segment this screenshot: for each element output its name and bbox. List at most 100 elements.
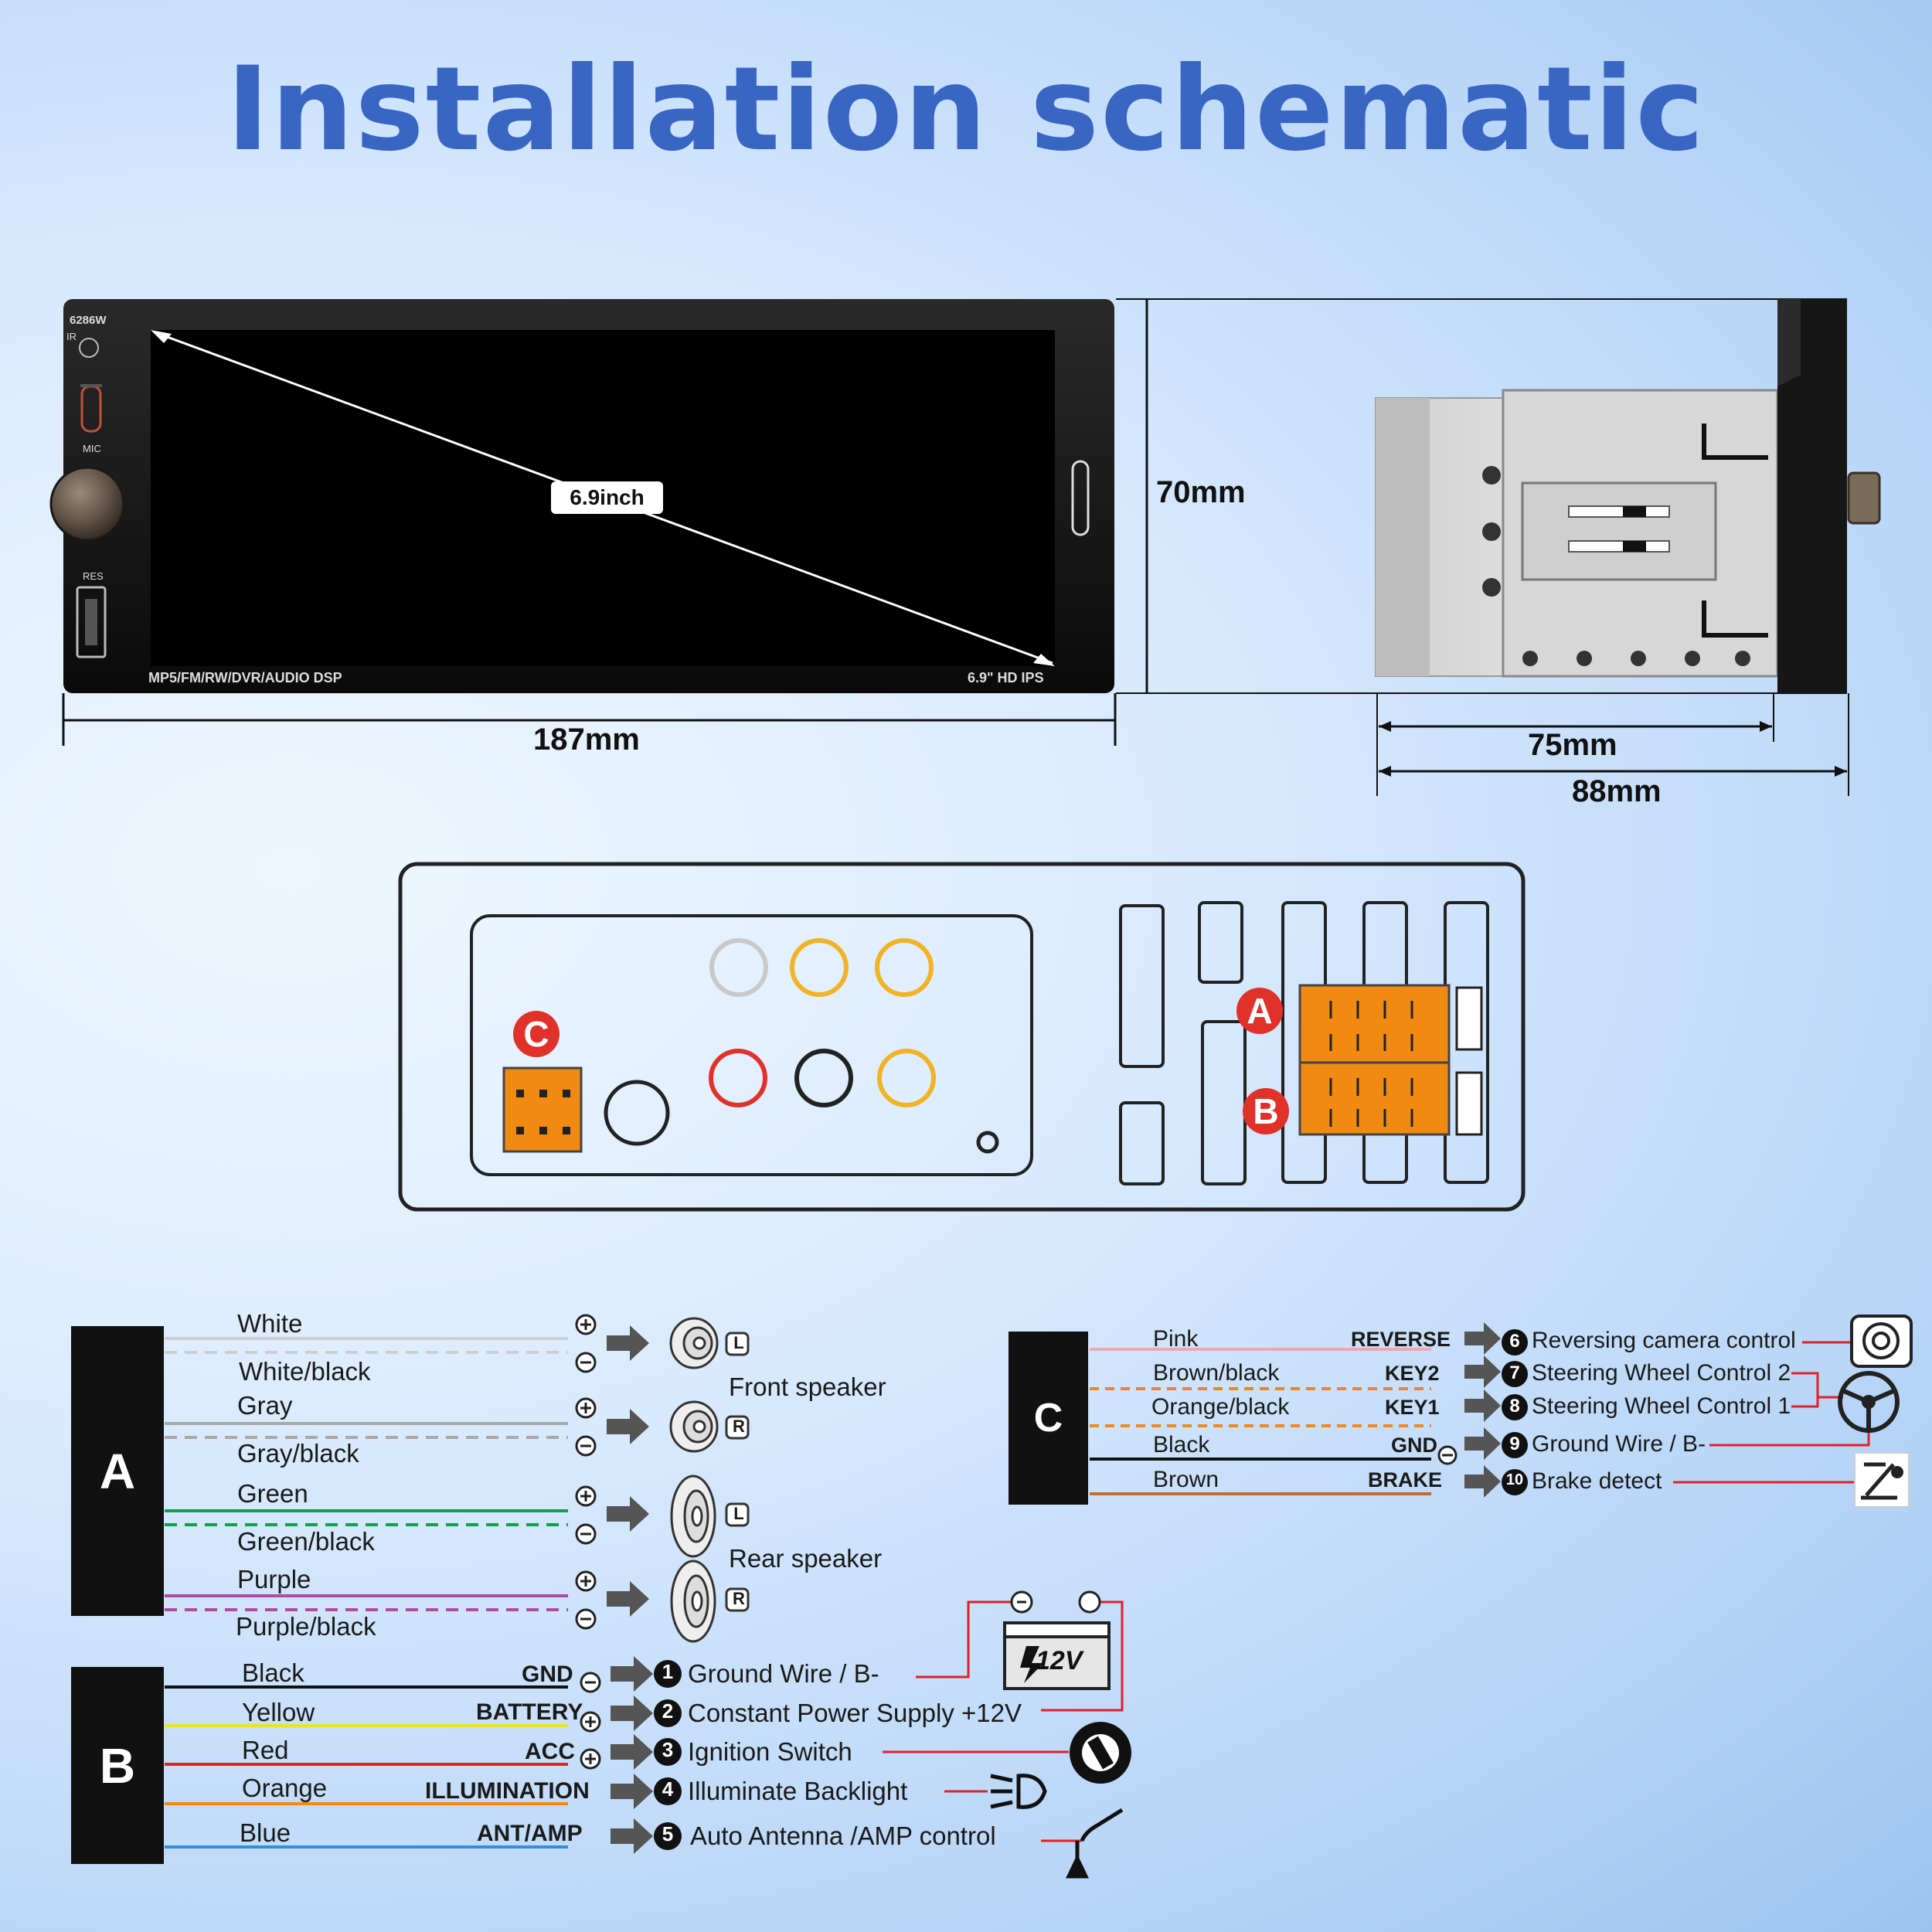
wire-code: KEY2 (1385, 1362, 1440, 1385)
wire-label: Black (1153, 1432, 1210, 1458)
wire-description: Reversing camera control (1532, 1328, 1796, 1353)
wire-label: Yellow (242, 1698, 315, 1726)
wire-label: Pink (1153, 1326, 1199, 1352)
harness-c-block: C (1009, 1332, 1088, 1505)
wire-description: Illuminate Backlight (688, 1777, 908, 1805)
diagonal-text: 6.9inch (570, 485, 645, 509)
wire-label: Gray/black (237, 1439, 359, 1468)
wire-code: BATTERY (476, 1699, 583, 1725)
wire-description: Ground Wire / B- (688, 1659, 879, 1688)
screen-diagonal-label: 6.9inch (551, 481, 663, 514)
harness-c-letter: C (1033, 1396, 1063, 1440)
connector-a-letter: A (1247, 991, 1273, 1031)
rear-connector-panel (398, 862, 1526, 1212)
step-number: 4 (662, 1777, 674, 1801)
step-number: 6 (1509, 1331, 1520, 1352)
page-title: Installation schematic (226, 43, 1706, 177)
headlight-icon (990, 1774, 1047, 1809)
connector-c-badge (513, 1011, 560, 1057)
connector-b-badge (1243, 1088, 1289, 1134)
depth-total-dimension: 88mm (1572, 774, 1662, 808)
harness-b-letter: B (99, 1737, 136, 1794)
speaker-left-rear: L (733, 1504, 744, 1523)
wire-label: Green (237, 1479, 308, 1508)
wire-label: Green/black (237, 1527, 375, 1556)
wire-description: Steering Wheel Control 1 (1532, 1393, 1791, 1419)
wire-label: Orange/black (1151, 1394, 1290, 1420)
harness-a-wires (165, 1337, 568, 1611)
ir-label: IR (66, 331, 77, 342)
harness-c-wires (1090, 1348, 1431, 1495)
wire-description: Auto Antenna /AMP control (690, 1821, 996, 1850)
wire-code: GND (1391, 1434, 1437, 1457)
wire-description: Brake detect (1532, 1468, 1662, 1494)
wire-label: Orange (242, 1774, 328, 1802)
width-dimension: 187mm (533, 723, 640, 757)
handbrake-icon (1854, 1452, 1910, 1508)
model-label: 6286W (70, 314, 107, 327)
wire-label: Blue (240, 1818, 291, 1847)
wire-description: Ground Wire / B- (1532, 1431, 1706, 1457)
mic-label: MIC (83, 443, 101, 454)
step-number: 10 (1505, 1471, 1524, 1488)
wire-label: Red (242, 1736, 289, 1764)
speaker-right-rear: R (733, 1589, 745, 1608)
arrow-right-icon (607, 1325, 649, 1617)
wire-description: Steering Wheel Control 2 (1532, 1360, 1791, 1386)
wire-code: GND (522, 1662, 573, 1687)
speaker-right-front: R (733, 1417, 745, 1436)
wire-label: Black (242, 1658, 304, 1687)
speaker-icon (669, 1317, 719, 1643)
wire-label: Purple (237, 1565, 311, 1594)
wire-code: ACC (525, 1739, 575, 1764)
connector-a-badge (1236, 988, 1283, 1034)
depth-inner-dimension: 75mm (1528, 728, 1617, 762)
connector-b-letter: B (1253, 1091, 1279, 1131)
wire-label: White (237, 1309, 303, 1338)
radio-feature-text: MP5/FM/RW/DVR/AUDIO DSP (148, 670, 342, 685)
step-number: 9 (1509, 1434, 1520, 1454)
wire-description: Ignition Switch (688, 1737, 852, 1766)
camera-icon (1850, 1315, 1913, 1368)
usb-port (76, 586, 107, 658)
harness-b-block: B (71, 1667, 164, 1864)
steering-wheel-icon (1838, 1371, 1900, 1433)
harness-a-letter: A (99, 1443, 136, 1499)
wire-label: Gray (237, 1391, 293, 1420)
step-number: 1 (662, 1660, 674, 1683)
connector-a (1298, 984, 1451, 1064)
step-number: 3 (662, 1738, 674, 1761)
wire-code: ILLUMINATION (425, 1778, 590, 1804)
wire-label: Purple/black (236, 1612, 376, 1641)
radio-screen-spec: 6.9" HD IPS (968, 670, 1044, 685)
harness-b-wires (165, 1685, 568, 1849)
speaker-left-front: L (733, 1333, 744, 1352)
step-number: 8 (1509, 1396, 1520, 1417)
wire-code: BRAKE (1368, 1468, 1443, 1492)
battery-icon (1003, 1590, 1111, 1690)
battery-voltage-label: 12V (1036, 1646, 1083, 1675)
height-dimension: 70mm (1156, 475, 1246, 509)
connector-c (502, 1066, 583, 1153)
ir-sensor (79, 338, 99, 358)
step-number: 7 (1509, 1362, 1520, 1383)
connector-b (1298, 1061, 1451, 1136)
volume-knob (49, 466, 125, 542)
antenna-icon (1066, 1808, 1124, 1879)
step-number: 2 (662, 1699, 674, 1723)
wire-label: Brown/black (1153, 1360, 1280, 1386)
connector-c-letter: C (523, 1014, 549, 1054)
rear-speaker-label: Rear speaker (729, 1544, 883, 1573)
wire-label: White/black (239, 1357, 371, 1386)
wire-code: ANT/AMP (477, 1821, 583, 1846)
front-speaker-label: Front speaker (729, 1372, 886, 1401)
wire-description: Constant Power Supply +12V (688, 1699, 1022, 1727)
harness-a-block: A (71, 1326, 164, 1616)
wire-code: KEY1 (1385, 1396, 1440, 1419)
res-label: RES (83, 570, 104, 582)
radio-side-knob (1847, 471, 1881, 525)
home-button (1071, 460, 1090, 536)
wire-code: REVERSE (1351, 1328, 1451, 1351)
step-number: 5 (662, 1822, 674, 1845)
